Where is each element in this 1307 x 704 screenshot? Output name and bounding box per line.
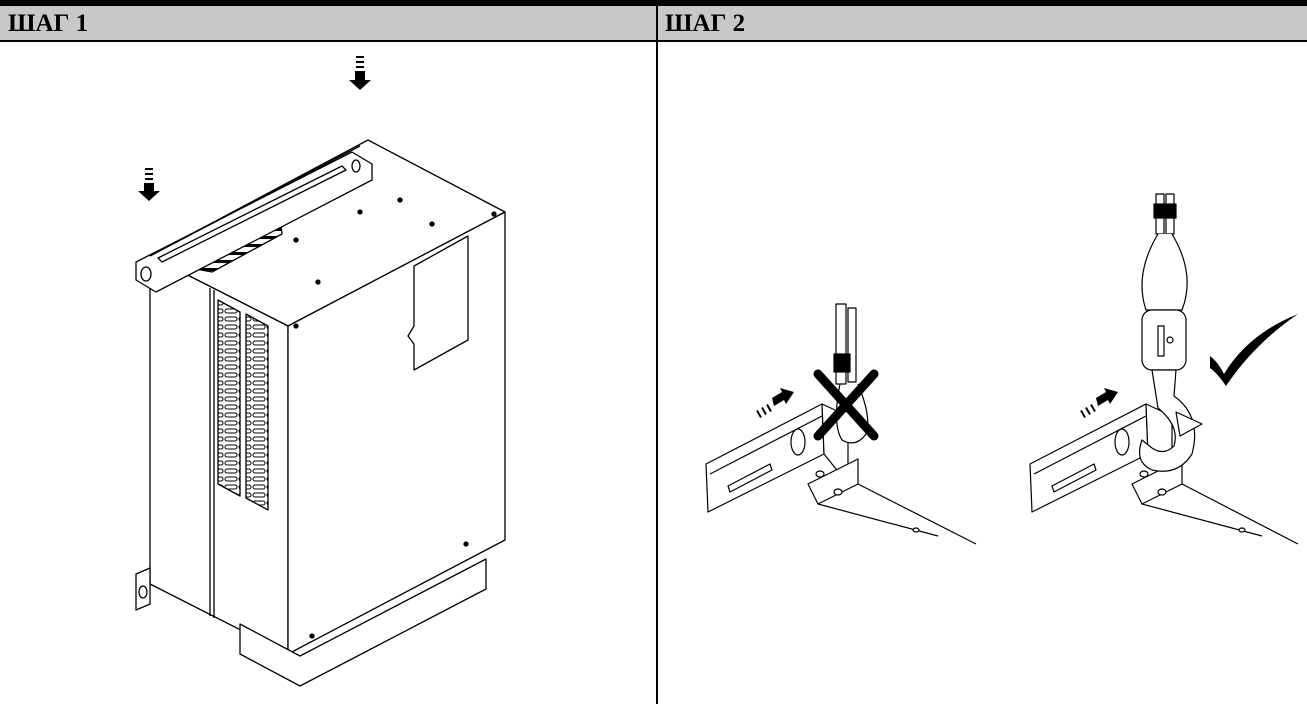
top-rule: [0, 0, 1307, 6]
wrong-attachment-scene: [705, 303, 977, 545]
step-1-title: ШАГ 1: [8, 10, 89, 37]
check-mark-icon: [1210, 314, 1298, 386]
arrow-down-icon: [138, 168, 160, 201]
correct-attachment-scene: [1029, 193, 1299, 545]
step-1-illustration: [135, 56, 506, 687]
step-2-illustration: [705, 193, 1299, 545]
header-row: ШАГ 1 ШАГ 2: [0, 6, 1307, 42]
arrow-down-icon: [349, 56, 371, 90]
column-divider: [656, 6, 658, 704]
step-2-title: ШАГ 2: [665, 10, 746, 37]
access-panel: [407, 235, 469, 371]
arrow-right-icon: [1080, 388, 1118, 418]
cabinet-base: [239, 558, 487, 687]
arrow-right-icon: [756, 388, 794, 418]
lifting-hook: [1139, 369, 1196, 472]
cross-mark-icon: [813, 369, 879, 441]
